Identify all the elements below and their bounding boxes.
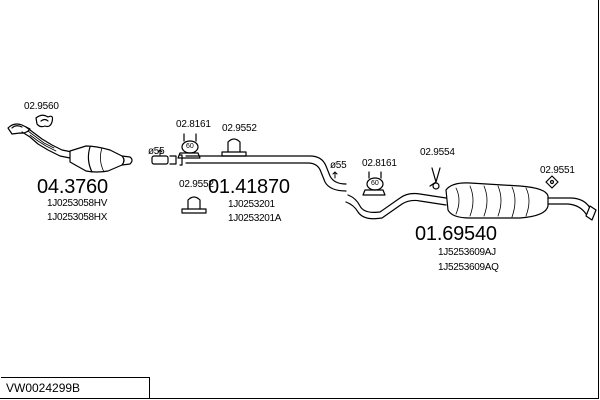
part-number-04-3760: 04.3760 bbox=[37, 176, 108, 198]
part-number-02-8161-right: 02.8161 bbox=[362, 158, 397, 169]
reference-box bbox=[1, 377, 150, 398]
clamp-size-left: 60 bbox=[186, 143, 194, 150]
oe-number-04-3760-2: 1J0253058HX bbox=[47, 212, 108, 223]
diameter-arrows bbox=[157, 149, 338, 179]
pipe-diameter-left: ø55 bbox=[148, 146, 165, 157]
part-number-02-9552-lower: 02.9552 bbox=[179, 179, 214, 190]
diagram-reference: VW0024299B bbox=[6, 381, 81, 395]
hanger-02-9554-shape bbox=[429, 167, 441, 190]
part-number-02-9560: 02.9560 bbox=[24, 101, 59, 112]
intermediate-pipe-shape bbox=[151, 154, 347, 192]
part-number-02-8161-left: 02.8161 bbox=[176, 119, 211, 130]
hanger-02-9552-upper-shape bbox=[221, 138, 247, 157]
gasket-02-9560-shape bbox=[35, 114, 54, 128]
clamp-02-8161-right-shape bbox=[362, 171, 386, 196]
hanger-02-9552-lower-shape bbox=[181, 196, 207, 214]
oe-number-04-3760-1: 1J0253058HV bbox=[47, 198, 108, 209]
rear-silencer-shape bbox=[345, 182, 597, 221]
hanger-02-9551-shape bbox=[545, 175, 559, 189]
part-number-02-9551: 02.9551 bbox=[540, 165, 575, 176]
catalytic-converter-shape bbox=[7, 123, 133, 173]
oe-number-01-41870-2: 1J0253201A bbox=[228, 213, 282, 224]
oe-number-01-69540-1: 1J5253609AJ bbox=[438, 247, 496, 258]
part-number-02-9554: 02.9554 bbox=[420, 147, 455, 158]
clamp-02-8161-left-shape bbox=[177, 133, 201, 159]
oe-number-01-41870-1: 1J0253201 bbox=[228, 199, 275, 210]
clamp-size-right: 60 bbox=[371, 180, 379, 187]
oe-number-01-69540-2: 1J5253609AQ bbox=[438, 262, 499, 273]
pipe-diameter-right: ø55 bbox=[330, 160, 347, 171]
part-number-02-9552-upper: 02.9552 bbox=[222, 123, 257, 134]
part-number-01-41870: 01.41870 bbox=[208, 176, 290, 198]
part-number-01-69540: 01.69540 bbox=[415, 223, 497, 245]
